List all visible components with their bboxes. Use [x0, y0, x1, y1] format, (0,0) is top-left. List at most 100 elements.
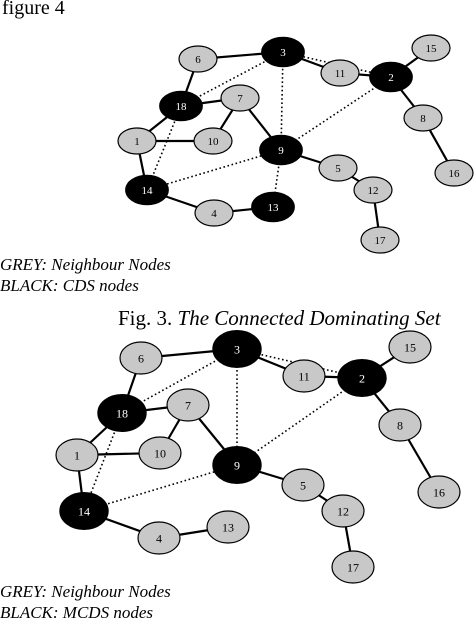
node-1: 1 [117, 127, 157, 155]
node-2-shape [337, 359, 387, 398]
node-15: 15 [388, 330, 432, 364]
node-9: 9 [212, 446, 262, 485]
node-2-label: 2 [388, 72, 394, 84]
node-4-label: 4 [211, 208, 217, 220]
node-16-label: 16 [449, 168, 461, 180]
node-10-shape [193, 127, 233, 155]
node-3-label: 3 [234, 342, 240, 356]
node-8-label: 8 [397, 418, 403, 432]
node-12-shape [353, 176, 393, 204]
node-7: 7 [220, 84, 260, 112]
node-10-label: 10 [154, 446, 166, 460]
node-14-shape [125, 174, 169, 206]
node-17: 17 [360, 226, 400, 254]
node-16: 16 [417, 475, 461, 509]
node-18: 18 [159, 90, 203, 122]
node-2: 2 [337, 359, 387, 398]
node-2-shape [369, 61, 413, 93]
top-caption: figure 4 [2, 0, 65, 19]
node-18: 18 [97, 394, 147, 433]
node-3: 3 [261, 36, 305, 68]
node-1-shape [117, 127, 157, 155]
node-9: 9 [259, 134, 303, 166]
node-14-shape [59, 492, 109, 531]
node-17-shape [331, 550, 375, 584]
node-6: 6 [119, 341, 163, 375]
node-5-shape [281, 468, 325, 502]
node-13: 13 [206, 510, 250, 544]
node-5: 5 [281, 468, 325, 502]
legend-black-cds-nodes: BLACK: CDS nodes [0, 276, 139, 295]
node-8: 8 [403, 104, 443, 132]
node-13-shape [251, 191, 295, 223]
node-10: 10 [193, 127, 233, 155]
node-18-label: 18 [176, 101, 188, 113]
node-4-label: 4 [156, 531, 162, 545]
node-18-shape [159, 90, 203, 122]
node-12-shape [321, 494, 365, 528]
node-14: 14 [59, 492, 109, 531]
node-18-shape [97, 394, 147, 433]
node-17: 17 [331, 550, 375, 584]
node-3-label: 3 [280, 47, 286, 59]
node-9-label: 9 [234, 458, 240, 472]
node-2-label: 2 [359, 371, 365, 385]
node-7-label: 7 [237, 93, 243, 105]
node-6-shape [178, 45, 218, 73]
node-4-shape [137, 521, 181, 555]
node-17-shape [360, 226, 400, 254]
node-6-label: 6 [138, 351, 144, 365]
node-18-label: 18 [116, 406, 128, 420]
node-13-shape [206, 510, 250, 544]
node-15-shape [411, 34, 451, 62]
node-6-label: 6 [195, 54, 201, 66]
node-3-shape [261, 36, 305, 68]
node-12-label: 12 [368, 185, 379, 197]
legend-grey-neighbour-nodes: GREY: Neighbour Nodes [0, 255, 171, 274]
figure-caption: Fig. 3. The Connected Dominating Set [118, 308, 441, 329]
legend-black-mcds-nodes: BLACK: MCDS nodes [0, 603, 153, 619]
node-7-label: 7 [185, 398, 191, 412]
node-5-label: 5 [300, 478, 306, 492]
node-15-label: 15 [426, 43, 438, 55]
node-9-shape [259, 134, 303, 166]
legend-grey-neighbour-nodes-2: GREY: Neighbour Nodes [0, 582, 171, 601]
node-11-shape [282, 359, 326, 393]
edge-9-2-dotted [280, 76, 392, 151]
node-8: 8 [378, 408, 422, 442]
node-13-label: 13 [268, 202, 280, 214]
node-14: 14 [125, 174, 169, 206]
node-11: 11 [282, 359, 326, 393]
node-5-shape [318, 154, 358, 182]
node-8-shape [403, 104, 443, 132]
node-7-shape [220, 84, 260, 112]
node-2: 2 [369, 61, 413, 93]
edge-9-2-dotted [236, 377, 363, 466]
node-12: 12 [353, 176, 393, 204]
node-14-label: 14 [78, 504, 90, 518]
node-16: 16 [434, 159, 474, 187]
node-16-label: 16 [433, 485, 445, 499]
node-12-label: 12 [337, 504, 349, 518]
node-5-label: 5 [335, 163, 341, 175]
figure-caption-title: The Connected Dominating Set [177, 306, 441, 330]
node-16-shape [417, 475, 461, 509]
node-7-shape [166, 388, 210, 422]
node-4: 4 [194, 199, 234, 227]
node-14-label: 14 [142, 185, 154, 197]
node-13: 13 [251, 191, 295, 223]
node-6-shape [119, 341, 163, 375]
node-16-shape [434, 159, 474, 187]
node-11: 11 [320, 59, 360, 87]
node-12: 12 [321, 494, 365, 528]
node-3: 3 [212, 330, 262, 369]
node-17-label: 17 [375, 235, 387, 247]
figure-caption-number: Fig. 3. [118, 306, 173, 330]
edge-14-9-dotted [83, 464, 238, 512]
node-3-shape [212, 330, 262, 369]
node-11-label: 11 [298, 369, 310, 383]
node-10-label: 10 [208, 136, 220, 148]
